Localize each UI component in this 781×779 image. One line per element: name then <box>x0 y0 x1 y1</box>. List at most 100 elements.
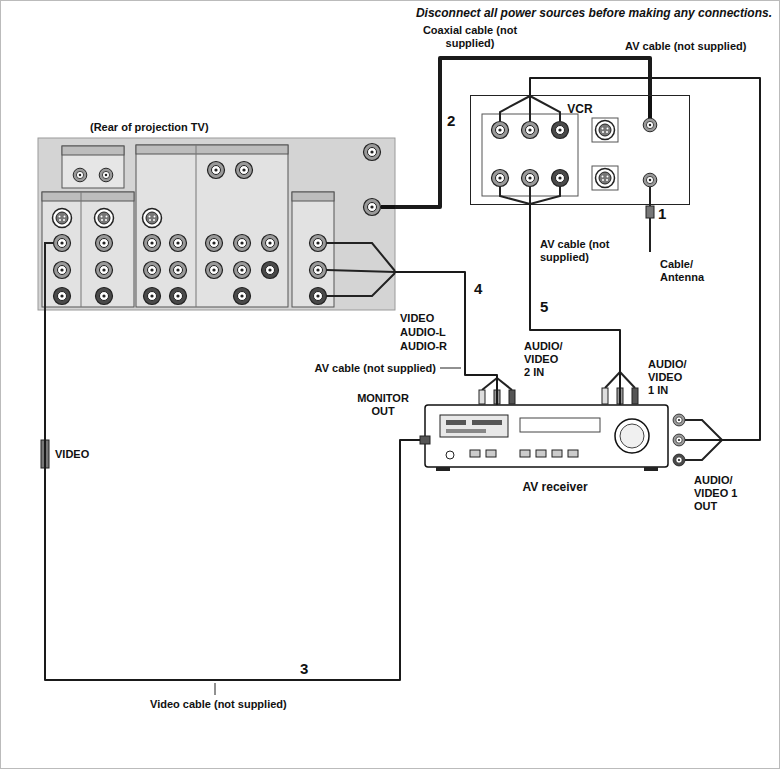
cable-label: AV cable (not supplied) <box>625 40 746 53</box>
vcr-jack-block <box>482 114 578 196</box>
hd-jack <box>208 162 225 179</box>
av-receiver: AV receiver <box>420 405 690 505</box>
callout-number: 3 <box>300 660 308 678</box>
rca-jack <box>54 288 71 305</box>
cable-label: AV cable (not supplied) <box>540 238 630 264</box>
av-wire <box>530 96 560 121</box>
cable-label: AV cable (not supplied) <box>296 362 436 375</box>
component-jack <box>262 235 279 252</box>
warning-note: Disconnect all power sources before maki… <box>330 6 772 20</box>
rca-jack <box>522 122 539 139</box>
coax-plug <box>381 205 395 209</box>
av-wire <box>529 96 531 121</box>
av-wire <box>327 270 395 272</box>
signal-name: AUDIO-L <box>400 326 446 339</box>
vhf-uhf-jack <box>364 199 381 216</box>
av-wire <box>500 96 530 121</box>
s-video-jack <box>95 209 114 228</box>
rca-jack <box>144 288 161 305</box>
vcr-unit: VCR <box>470 95 690 205</box>
rca-jack <box>552 170 569 187</box>
receiver-button <box>470 450 480 457</box>
device-label: AV receiver <box>522 480 587 494</box>
s-video-frame <box>592 118 618 142</box>
tv-rear-panel <box>38 138 395 310</box>
av-wire <box>497 378 512 390</box>
receiver-button <box>486 450 496 457</box>
display-segment <box>446 429 486 433</box>
receiver-button <box>568 450 578 457</box>
control-s-jack <box>73 168 87 182</box>
block-divider <box>81 192 82 307</box>
rca-jack <box>170 288 187 305</box>
rca-jack <box>54 262 71 279</box>
block-header <box>42 192 134 201</box>
callout-number: 1 <box>658 205 666 223</box>
av-wire <box>685 440 722 460</box>
callout-number: 5 <box>540 298 548 316</box>
rca-jack <box>144 262 161 279</box>
display-segment <box>446 420 466 425</box>
monitor-out-plug <box>420 436 430 444</box>
monitor-out-jack <box>310 288 327 305</box>
receiver-foot <box>436 467 450 471</box>
device-label: VCR <box>567 102 592 116</box>
video-input-block <box>42 192 134 307</box>
rca-jack <box>144 235 161 252</box>
rca-jack <box>552 122 569 139</box>
volume-knob <box>615 419 649 453</box>
rca-jack <box>54 235 71 252</box>
coax-wire <box>648 96 652 118</box>
power-button <box>446 451 454 459</box>
s-video-jack <box>53 209 72 228</box>
leader-line <box>440 368 461 369</box>
jack-label: MONITOR OUT <box>352 392 414 418</box>
rca-plug <box>479 390 485 404</box>
antenna-plug <box>646 206 654 218</box>
component-jack <box>262 262 279 279</box>
rca-jack <box>492 122 509 139</box>
hd-jack <box>236 162 253 179</box>
jack-label: AUDIO/ VIDEO 1 OUT <box>694 474 746 514</box>
block-header <box>292 192 334 201</box>
video-wire <box>45 243 53 310</box>
av-wire <box>530 187 560 204</box>
volume-knob <box>620 424 644 448</box>
leader-line <box>215 683 216 695</box>
jack-label: AUDIO/ VIDEO 2 IN <box>524 340 566 380</box>
rca-jack <box>170 235 187 252</box>
callout-number: 2 <box>447 112 455 130</box>
av-cable <box>530 78 760 440</box>
antenna-wire <box>649 187 651 252</box>
rca-plug <box>509 390 515 404</box>
rf-jack <box>643 173 657 187</box>
receiver-display <box>440 415 508 437</box>
av-wire <box>620 372 635 388</box>
signal-name: AUDIO-R <box>400 340 447 353</box>
cable-label: Coaxial cable (not supplied) <box>420 24 520 50</box>
receiver-button <box>552 450 562 457</box>
av-cable <box>395 272 497 405</box>
signal-name: VIDEO <box>55 448 89 461</box>
s-video-jack <box>143 209 162 228</box>
rca-jack <box>522 170 539 187</box>
rca-plug <box>602 388 608 404</box>
aux-jack <box>364 144 381 161</box>
control-s-block <box>62 146 124 188</box>
s-video-jack <box>596 121 615 140</box>
rca-jack <box>96 235 113 252</box>
receiver-button <box>536 450 546 457</box>
block-header <box>136 145 288 154</box>
av-out-jack <box>673 434 685 446</box>
tv-rear-panel: (Rear of projection TV) <box>38 115 395 310</box>
component-jack <box>206 235 223 252</box>
rca-jack <box>96 262 113 279</box>
source-label: Cable/ Antenna <box>660 258 712 284</box>
rca-jack <box>492 170 509 187</box>
component-jack <box>234 262 251 279</box>
monitor-out-block <box>292 192 334 307</box>
block-divider <box>196 145 197 307</box>
receiver-body <box>425 405 668 467</box>
av-wire <box>327 243 395 271</box>
control-s-jack <box>99 168 113 182</box>
